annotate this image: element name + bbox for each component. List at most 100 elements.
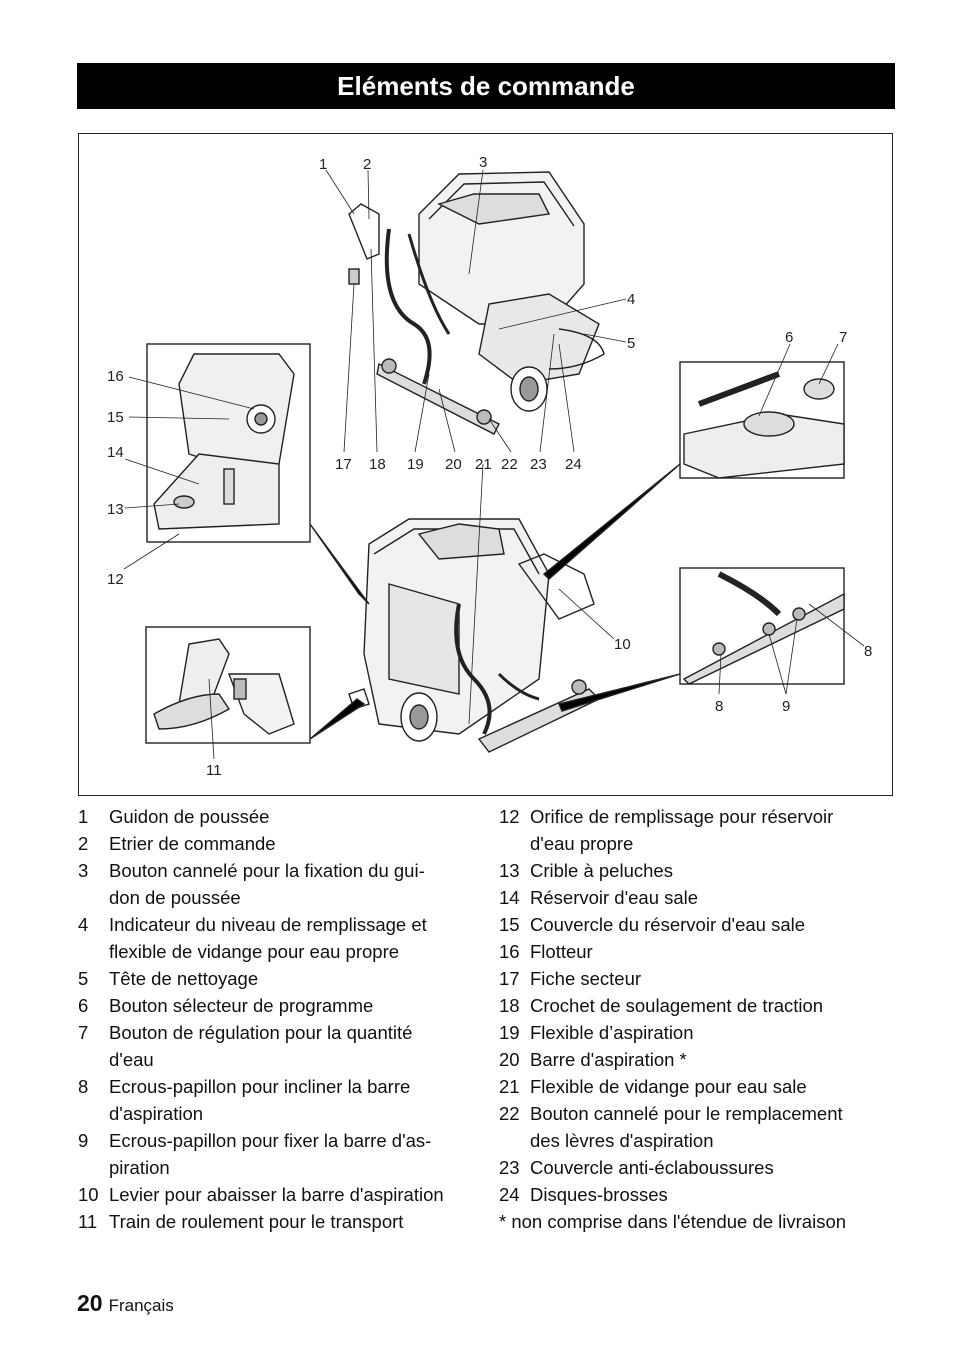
legend-item-text: Bouton de régulation pour la quantité d'… bbox=[109, 1022, 413, 1070]
legend-item-number: 2 bbox=[78, 833, 89, 854]
callout-23: 23 bbox=[530, 456, 547, 473]
legend-item-text: Bouton cannelé pour le remplacement des … bbox=[530, 1103, 843, 1151]
legend-item: 2 Etrier de commande bbox=[78, 830, 478, 857]
legend-item-text: Ecrous-papillon pour incliner la barre d… bbox=[109, 1076, 411, 1124]
legend-item: 16 Flotteur bbox=[499, 938, 899, 965]
legend-item-number: 10 bbox=[78, 1184, 99, 1205]
callout-20: 20 bbox=[445, 456, 462, 473]
callout-1: 1 bbox=[319, 156, 327, 173]
legend-item-text: Flexible de vidange pour eau sale bbox=[530, 1076, 807, 1097]
legend-item-number: 9 bbox=[78, 1130, 89, 1151]
legend-item-number: 15 bbox=[499, 914, 520, 935]
inset-squeegee-drawing bbox=[682, 571, 845, 685]
footnote: * non comprise dans l'étendue de livrais… bbox=[499, 1211, 847, 1232]
page-number: 20 bbox=[77, 1290, 103, 1316]
legend-item-number: 22 bbox=[499, 1103, 520, 1124]
section-title: Eléments de commande bbox=[77, 63, 895, 109]
callout-9: 9 bbox=[782, 698, 790, 715]
callout-18: 18 bbox=[369, 456, 386, 473]
legend-item-number: 11 bbox=[78, 1211, 98, 1232]
callout-8-right: 8 bbox=[864, 643, 872, 660]
callout-4: 4 bbox=[627, 291, 635, 308]
legend-item-number: 17 bbox=[499, 968, 520, 989]
legend-item-text: Indicateur du niveau de remplissage et f… bbox=[109, 914, 427, 962]
legend-item-number: 18 bbox=[499, 995, 520, 1016]
legend-item-text: Couvercle anti-éclaboussures bbox=[530, 1157, 774, 1178]
callout-12: 12 bbox=[107, 571, 124, 588]
callout-19: 19 bbox=[407, 456, 424, 473]
callout-24: 24 bbox=[565, 456, 582, 473]
callout-15: 15 bbox=[107, 409, 124, 426]
legend-item-text: Bouton cannelé pour la fixation du gui- … bbox=[109, 860, 425, 908]
legend-item: 10 Levier pour abaisser la barre d'aspira… bbox=[78, 1181, 478, 1208]
callout-11: 11 bbox=[206, 762, 222, 779]
legend-item: 17 Fiche secteur bbox=[499, 965, 899, 992]
legend-item-text: Bouton sélecteur de programme bbox=[109, 995, 374, 1016]
illustration-svg: 1 2 3 4 5 6 7 16 15 14 13 12 17 18 19 20… bbox=[107, 154, 872, 779]
callout-5: 5 bbox=[627, 335, 635, 352]
callout-14: 14 bbox=[107, 444, 124, 461]
inset-wheels-drawing bbox=[153, 638, 295, 735]
callout-2: 2 bbox=[363, 156, 371, 173]
legend-item-number: 24 bbox=[499, 1184, 520, 1205]
legend-item-number: 23 bbox=[499, 1157, 520, 1178]
legend-item: 18 Crochet de soulagement de traction bbox=[499, 992, 899, 1019]
inset-knobs-drawing bbox=[683, 371, 845, 479]
legend-item-number: 16 bbox=[499, 941, 520, 962]
legend-item: 3 Bouton cannelé pour la fixation du gui-… bbox=[78, 857, 478, 911]
legend-item: 4 Indicateur du niveau de remplissage et … bbox=[78, 911, 478, 965]
legend-item-number: 19 bbox=[499, 1022, 520, 1043]
legend-item-text: Flotteur bbox=[530, 941, 593, 962]
callout-16: 16 bbox=[107, 368, 124, 385]
legend-item: 19 Flexible d’aspiration bbox=[499, 1019, 899, 1046]
callout-10: 10 bbox=[614, 636, 631, 653]
legend-item-text: Tête de nettoyage bbox=[109, 968, 259, 989]
machine-main-view bbox=[348, 518, 601, 753]
legend-item-number: 20 bbox=[499, 1049, 520, 1070]
legend-item: 22 Bouton cannelé pour le remplacement de… bbox=[499, 1100, 899, 1154]
legend-item-text: Orifice de remplissage pour réservoir d'… bbox=[530, 806, 834, 854]
legend-item: 7 Bouton de régulation pour la quantité d… bbox=[78, 1019, 478, 1073]
legend-item: 20 Barre d'aspiration * bbox=[499, 1046, 899, 1073]
legend-item-number: 4 bbox=[78, 914, 89, 935]
legend-item-text: Fiche secteur bbox=[530, 968, 642, 989]
legend-item-text: Flexible d’aspiration bbox=[530, 1022, 694, 1043]
legend-item: 9 Ecrous-papillon pour fixer la barre d'a… bbox=[78, 1127, 478, 1181]
callout-6: 6 bbox=[785, 329, 793, 346]
legend-item-text: Crible à peluches bbox=[530, 860, 673, 881]
page-footer: 20 Français bbox=[77, 1290, 174, 1317]
callout-21: 21 bbox=[475, 456, 492, 473]
legend-item: 6 Bouton sélecteur de programme bbox=[78, 992, 478, 1019]
legend-item-number: 8 bbox=[78, 1076, 89, 1097]
legend-item-number: 6 bbox=[78, 995, 89, 1016]
legend-item-number: 3 bbox=[78, 860, 89, 881]
callout-17: 17 bbox=[335, 456, 352, 473]
callout-13: 13 bbox=[107, 501, 124, 518]
legend-item-text: Barre d'aspiration * bbox=[530, 1049, 687, 1070]
legend-item-text: Disques-brosses bbox=[530, 1184, 668, 1205]
legend-item: 11 Train de roulement pour le transport bbox=[78, 1208, 478, 1235]
machine-top-view bbox=[348, 171, 605, 435]
legend-item-text: Crochet de soulagement de traction bbox=[530, 995, 824, 1016]
legend-item-text: Couvercle du réservoir d'eau sale bbox=[530, 914, 806, 935]
legend-item-text: Guidon de poussée bbox=[109, 806, 270, 827]
legend-item: 8 Ecrous-papillon pour incliner la barre … bbox=[78, 1073, 478, 1127]
legend-item-text: Levier pour abaisser la barre d'aspirati… bbox=[109, 1184, 444, 1205]
legend-item-text: Etrier de commande bbox=[109, 833, 276, 854]
legend-item: 24 Disques-brosses bbox=[499, 1181, 899, 1208]
callout-3: 3 bbox=[479, 154, 487, 171]
legend-item-number: 13 bbox=[499, 860, 520, 881]
callout-8-left: 8 bbox=[715, 698, 723, 715]
legend-item-text: Train de roulement pour le transport bbox=[109, 1211, 404, 1232]
language-label: Français bbox=[108, 1296, 174, 1315]
legend-item: 13 Crible à peluches bbox=[499, 857, 899, 884]
legend-item-text: Ecrous-papillon pour fixer la barre d'as… bbox=[109, 1130, 432, 1178]
legend-item-number: 7 bbox=[78, 1022, 89, 1043]
inset-squeegee bbox=[679, 567, 845, 685]
